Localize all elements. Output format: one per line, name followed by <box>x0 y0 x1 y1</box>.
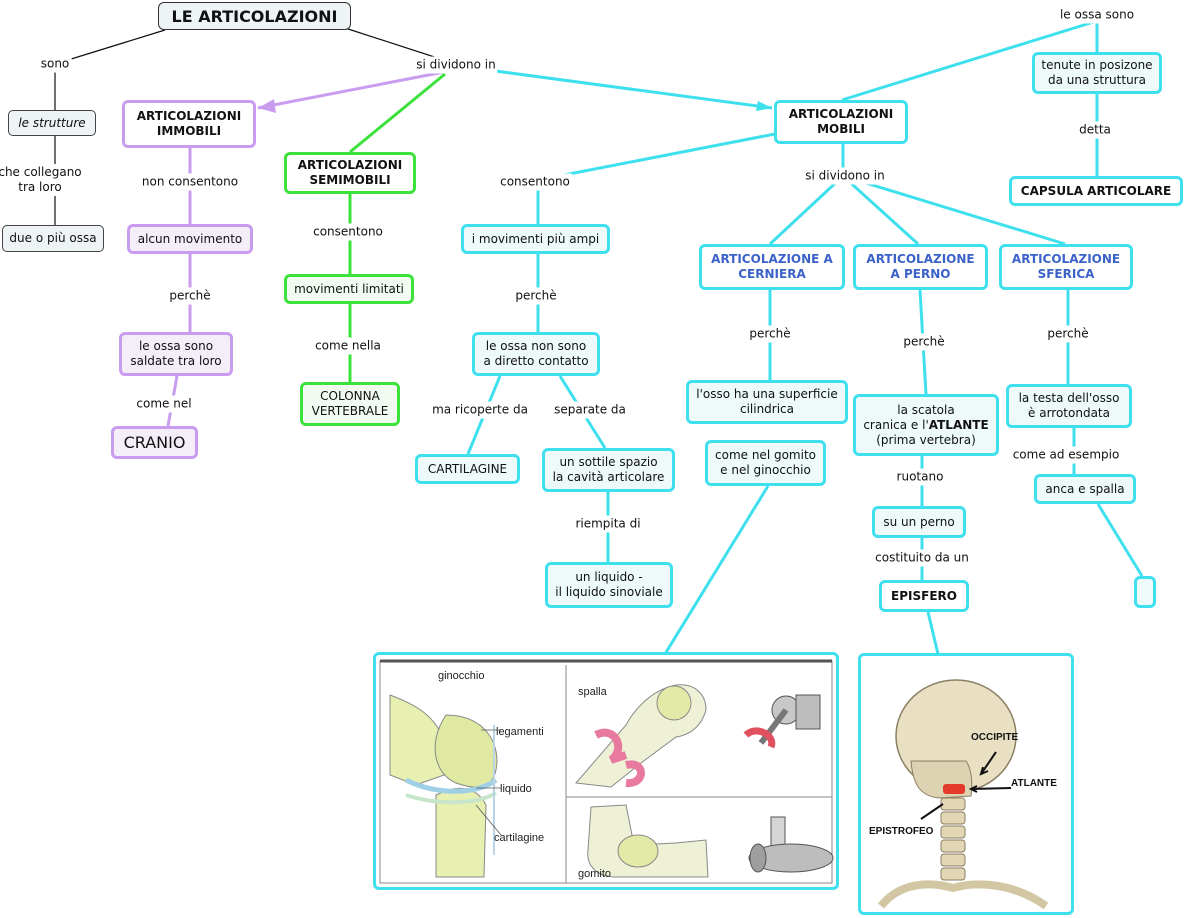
label-atlante: ATLANTE <box>1011 778 1057 789</box>
label-perche-perno: perchè <box>901 333 947 351</box>
label-perche-immobili: perchè <box>167 287 213 305</box>
label-liquido: liquido <box>500 783 532 795</box>
label-consentono-mobili: consentono <box>498 173 572 191</box>
label-riempita-di: riempita di <box>573 515 643 533</box>
label-detta: detta <box>1077 121 1113 139</box>
node-articolazioni-semimobili[interactable]: ARTICOLAZIONI SEMIMOBILI <box>284 152 416 194</box>
label-ma-ricoperte: ma ricoperte da <box>430 401 530 419</box>
text-prima-vertebra: (prima vertebra) <box>876 432 976 447</box>
text-scatola-cranica: la scatola cranica e l' <box>863 402 955 432</box>
label-spalla: spalla <box>578 686 608 698</box>
node-movimenti-ampi[interactable]: i movimenti più ampi <box>461 224 610 254</box>
node-empty[interactable] <box>1134 576 1156 608</box>
label-occipite: OCCIPITE <box>971 732 1019 743</box>
label-ginocchio: ginocchio <box>438 670 484 682</box>
node-sottile-spazio[interactable]: un sottile spazio la cavità articolare <box>542 448 675 492</box>
node-cartilagine[interactable]: CARTILAGINE <box>415 454 520 484</box>
label-le-ossa-sono: le ossa sono <box>1057 6 1137 24</box>
node-gomito-ginocchio[interactable]: come nel gomito e nel ginocchio <box>705 440 826 486</box>
node-tenute-in-posizione[interactable]: tenute in posizone da una struttura <box>1032 52 1162 94</box>
label-sono: sono <box>38 55 72 73</box>
label-si-dividono-in: si dividono in <box>414 56 498 74</box>
node-ossa-non-contatto[interactable]: le ossa non sono a diretto contatto <box>472 332 600 376</box>
node-anca-spalla[interactable]: anca e spalla <box>1034 474 1136 504</box>
label-come-nella: come nella <box>313 337 383 355</box>
label-ruotano: ruotano <box>894 468 946 486</box>
node-articolazioni-mobili[interactable]: ARTICOLAZIONI MOBILI <box>774 100 908 144</box>
label-si-dividono-in-mobili: si dividono in <box>803 167 887 185</box>
text-atlante: ATLANTE <box>928 417 989 432</box>
node-episfero[interactable]: EPISFERO <box>879 580 969 612</box>
node-le-strutture[interactable]: le strutture <box>8 110 96 136</box>
label-gomito: gomito <box>578 868 611 880</box>
label-perche-mobili: perchè <box>513 287 559 305</box>
node-ossa-saldate[interactable]: le ossa sono saldate tra loro <box>119 332 233 376</box>
label-legamenti: legamenti <box>496 726 544 738</box>
joints-illustration: ginocchio legamenti liquido cartilagine … <box>379 659 834 884</box>
label-consentono-semimobili: consentono <box>311 223 385 241</box>
label-non-consentono: non consentono <box>139 173 241 191</box>
node-cranio[interactable]: CRANIO <box>111 426 198 459</box>
node-movimenti-limitati[interactable]: movimenti limitati <box>284 274 414 304</box>
label-costituito-da: costituito da un <box>873 549 971 567</box>
joints-figure: ginocchio legamenti liquido cartilagine … <box>373 652 839 890</box>
label-perche-cerniera: perchè <box>747 325 793 343</box>
label-separate-da: separate da <box>552 401 628 419</box>
label-perche-sferica: perchè <box>1045 325 1091 343</box>
node-testa-arrotondata[interactable]: la testa dell'osso è arrotondata <box>1006 384 1132 428</box>
map-title: LE ARTICOLAZIONI <box>158 2 351 30</box>
node-articolazione-sferica[interactable]: ARTICOLAZIONE SFERICA <box>999 244 1133 290</box>
node-capsula-articolare[interactable]: CAPSULA ARTICOLARE <box>1009 176 1183 206</box>
node-superficie-cilindrica[interactable]: l'osso ha una superficie cilindrica <box>686 380 848 424</box>
node-su-un-perno[interactable]: su un perno <box>872 506 966 538</box>
node-articolazione-cerniera[interactable]: ARTICOLAZIONE A CERNIERA <box>699 244 845 290</box>
label-come-ad-esempio: come ad esempio <box>1010 446 1122 464</box>
label-come-nel: come nel <box>134 395 194 413</box>
node-articolazione-perno[interactable]: ARTICOLAZIONE A PERNO <box>853 244 988 290</box>
node-scatola-cranica[interactable]: la scatola cranica e l'ATLANTE (prima ve… <box>853 394 999 456</box>
node-liquido-sinoviale[interactable]: un liquido - il liquido sinoviale <box>545 562 673 608</box>
node-alcun-movimento[interactable]: alcun movimento <box>127 224 253 254</box>
node-articolazioni-immobili[interactable]: ARTICOLAZIONI IMMOBILI <box>122 100 256 148</box>
node-due-ossa[interactable]: due o più ossa <box>2 225 104 252</box>
label-epistrofeo: EPISTROFEO <box>869 826 934 837</box>
skull-figure: OCCIPITE ATLANTE EPISTROFEO <box>858 653 1074 915</box>
label-che-collegano: che collegano tra loro <box>0 164 84 196</box>
label-cartilagine: cartilagine <box>494 832 544 844</box>
node-colonna-vertebrale[interactable]: COLONNA VERTEBRALE <box>300 382 400 426</box>
skull-illustration: OCCIPITE ATLANTE EPISTROFEO <box>869 679 1057 910</box>
